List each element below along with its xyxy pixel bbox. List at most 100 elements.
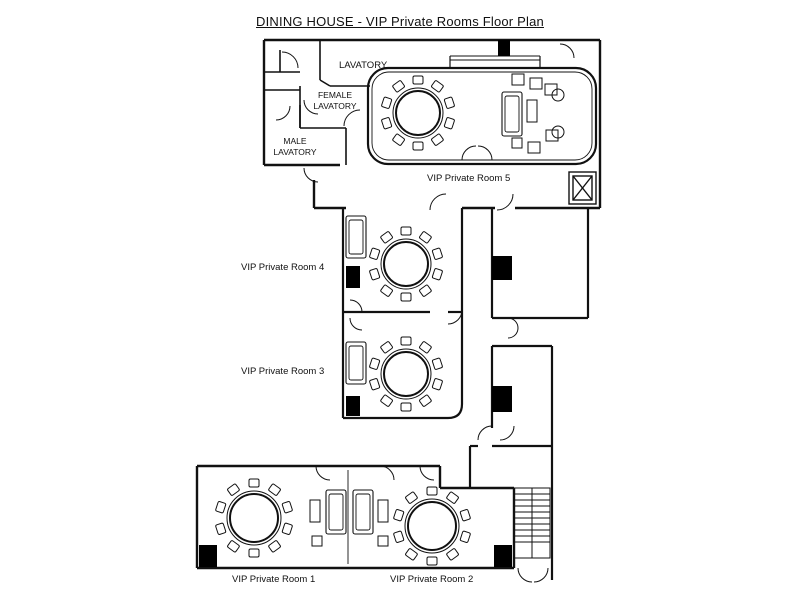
- furniture: [215, 73, 565, 566]
- sofa-icon: [328, 493, 344, 531]
- female-label-line-1: FEMALE: [317, 90, 352, 100]
- chair-icon: [369, 247, 381, 260]
- staircase-icon: [513, 487, 551, 559]
- chair-icon: [446, 491, 459, 504]
- chair-icon: [369, 268, 381, 281]
- round-table-icon: [380, 238, 432, 290]
- round-table-icon: [383, 351, 429, 397]
- chair-icon: [551, 125, 565, 139]
- chair-icon: [215, 501, 227, 514]
- sofa-icon: [345, 341, 367, 385]
- chair-icon: [431, 268, 443, 281]
- sofa-icon: [501, 91, 523, 137]
- chair-icon: [511, 137, 523, 149]
- chair-icon: [215, 522, 227, 535]
- sofa-icon: [504, 95, 520, 133]
- chair-icon: [431, 247, 443, 260]
- chair-icon: [248, 548, 260, 558]
- coffee-table-icon: [526, 99, 538, 123]
- chair-icon: [392, 133, 405, 146]
- vip-room-2-label: VIP Private Room 2: [390, 574, 474, 585]
- door-swing-icon: [275, 51, 361, 183]
- chair-icon: [431, 357, 443, 370]
- round-table-icon: [383, 241, 429, 287]
- sofa-icon: [352, 489, 374, 535]
- chair-icon: [380, 284, 393, 297]
- round-table-icon: [407, 501, 457, 551]
- chair-icon: [400, 226, 412, 236]
- chair-icon: [459, 509, 471, 522]
- floor-plan-title: DINING HOUSE - VIP Private Rooms Floor P…: [256, 14, 544, 29]
- bottom-walls: [195, 464, 516, 570]
- male-label-line-2: LAVATORY: [273, 147, 317, 157]
- chair-icon: [248, 478, 260, 488]
- vip-room-1-label: VIP Private Room 1: [232, 574, 316, 585]
- round-table-icon: [392, 87, 444, 139]
- round-table-icon: [404, 498, 460, 554]
- chair-icon: [419, 284, 432, 297]
- pillar-icon: [199, 40, 512, 567]
- chair-icon: [459, 530, 471, 543]
- chair-icon: [419, 394, 432, 407]
- chair-icon: [311, 535, 323, 547]
- chair-icon: [419, 231, 432, 244]
- sofa-icon: [345, 215, 367, 259]
- chair-icon: [227, 483, 240, 496]
- chair-icon: [393, 530, 405, 543]
- chair-icon: [380, 394, 393, 407]
- chair-icon: [443, 117, 455, 130]
- sofa-icon: [355, 493, 371, 531]
- chair-icon: [227, 540, 240, 553]
- chair-icon: [381, 96, 393, 109]
- sofa-icon: [348, 219, 364, 255]
- chair-icon: [400, 292, 412, 302]
- chair-icon: [443, 96, 455, 109]
- sofa-icon: [325, 489, 347, 535]
- chair-icon: [405, 491, 418, 504]
- chair-icon: [369, 378, 381, 391]
- chair-icon: [529, 77, 543, 90]
- chair-icon: [412, 75, 424, 85]
- round-table-icon: [226, 490, 282, 546]
- vip-room-3-label: VIP Private Room 3: [241, 366, 325, 377]
- chair-icon: [431, 133, 444, 146]
- chair-icon: [281, 501, 293, 514]
- door-swing-icon: [349, 299, 463, 331]
- chair-icon: [551, 88, 565, 102]
- chair-icon: [412, 141, 424, 151]
- chair-icon: [268, 540, 281, 553]
- vip-room-5-outline: [366, 66, 598, 166]
- chair-icon: [446, 548, 459, 561]
- service-room-walls: [468, 344, 554, 580]
- sofa-icon: [348, 345, 364, 381]
- round-table-icon: [380, 348, 432, 400]
- door-swing-icon: [315, 465, 435, 481]
- chair-icon: [400, 336, 412, 346]
- chair-icon: [405, 548, 418, 561]
- male-label-line-1: MALE: [283, 136, 307, 146]
- chair-icon: [380, 341, 393, 354]
- round-table-icon: [229, 493, 279, 543]
- male-lavatory-label: MALE LAVATORY: [266, 136, 324, 158]
- chair-icon: [400, 402, 412, 412]
- chair-icon: [511, 73, 525, 86]
- elevator-icon: [568, 171, 597, 205]
- chair-icon: [392, 80, 405, 93]
- female-label-line-2: LAVATORY: [313, 101, 357, 111]
- vip-room-4-label: VIP Private Room 4: [241, 262, 325, 273]
- vip-room-5-label: VIP Private Room 5: [427, 173, 511, 184]
- door-swing-icon: [429, 43, 575, 211]
- door-swing-icon: [507, 317, 519, 339]
- lavatory-label: LAVATORY: [339, 60, 388, 71]
- chair-icon: [377, 535, 389, 547]
- chair-icon: [380, 231, 393, 244]
- chair-icon: [431, 378, 443, 391]
- middle-walls: [341, 208, 464, 420]
- chair-icon: [281, 522, 293, 535]
- chair-icon: [426, 486, 438, 496]
- chair-icon: [419, 341, 432, 354]
- chair-icon: [381, 117, 393, 130]
- chair-icon: [527, 141, 541, 154]
- door-swing-icon: [477, 425, 549, 583]
